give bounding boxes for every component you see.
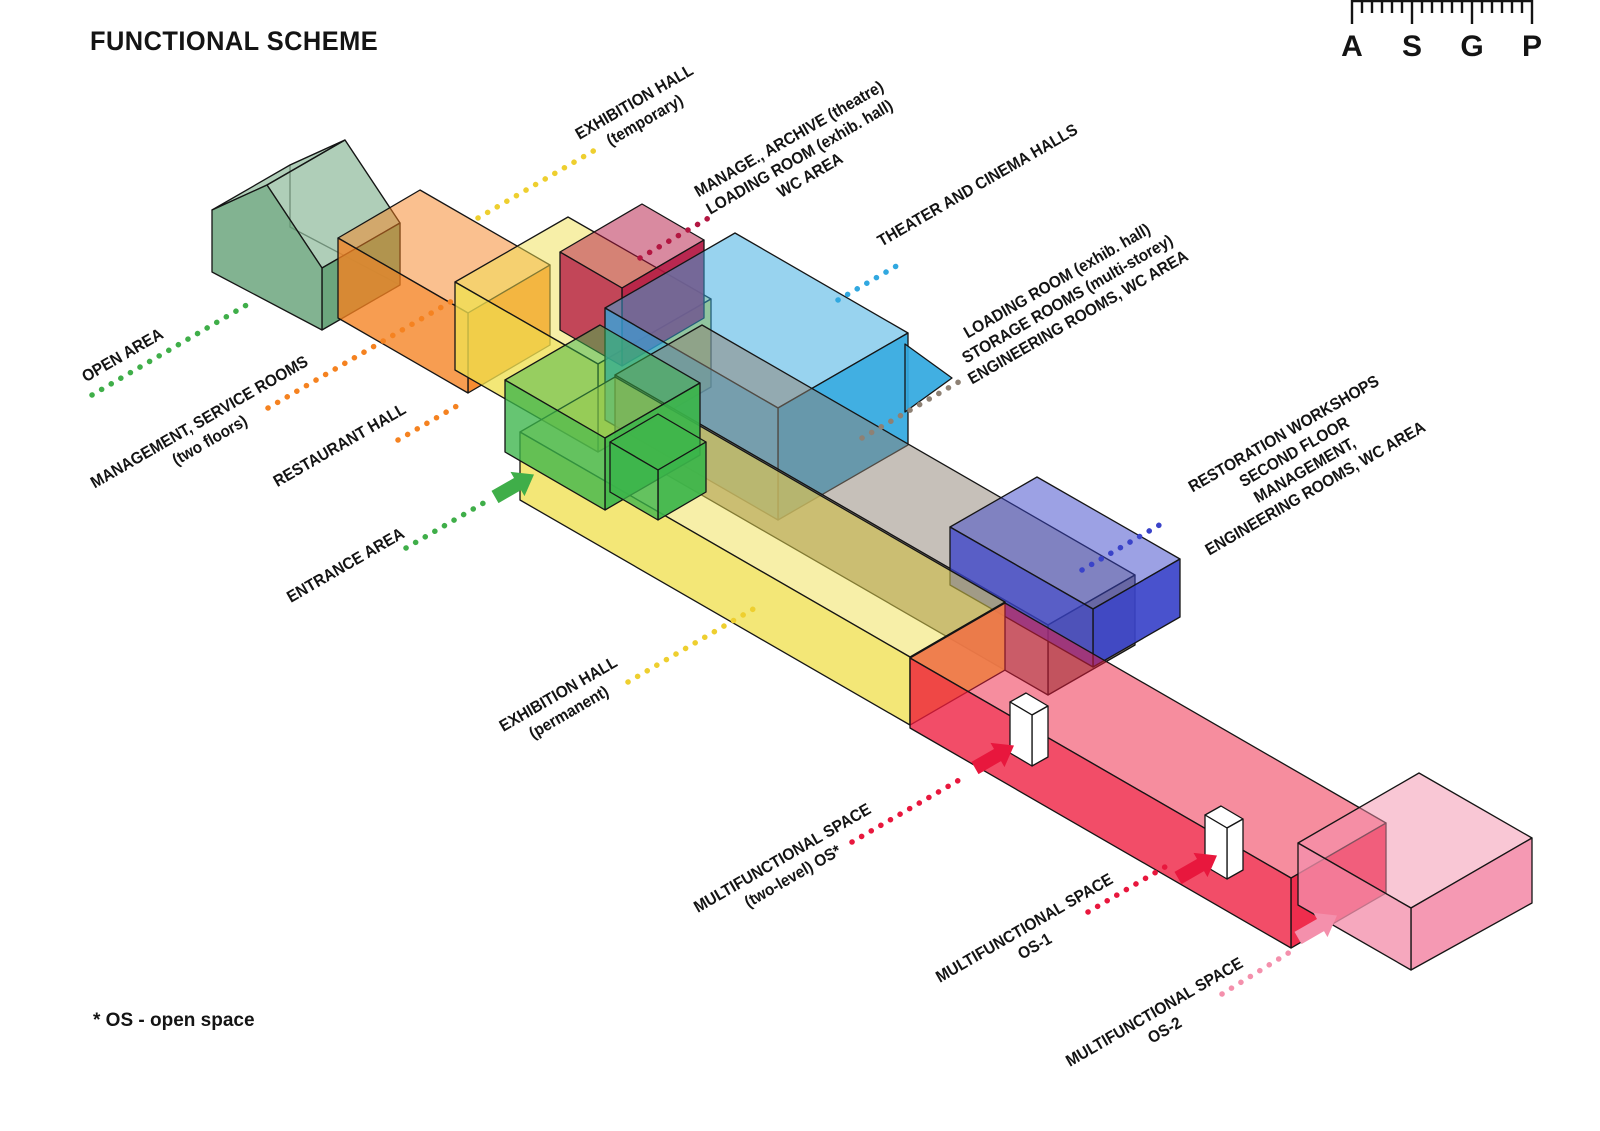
logo-asgp: A S G P: [1341, 0, 1542, 63]
notch1-front-face: [1009, 701, 1033, 767]
arrows: [491, 471, 1337, 945]
page-title: FUNCTIONAL SCHEME: [90, 26, 379, 56]
os2-arrow-icon: [1294, 912, 1337, 945]
dots-exhibition-permanent: [625, 605, 758, 685]
multifunctional-os2-volume: [1297, 772, 1533, 971]
open-space-footnote: * OS - open space: [93, 1010, 255, 1031]
dots-open-area: [89, 300, 253, 398]
dots-restaurant: [395, 400, 465, 443]
os1-arrow-icon: [1174, 852, 1217, 885]
notch1-side-face: [1031, 705, 1049, 767]
logo-letter-s: S: [1402, 30, 1422, 63]
dots-entrance: [403, 498, 490, 551]
dots-os2: [1219, 949, 1293, 997]
house-gable-face: [211, 184, 323, 331]
dots-theater-cinema: [835, 258, 908, 303]
logo-letter-g: G: [1460, 30, 1483, 63]
dots-exhibition-temporary: [475, 147, 598, 221]
dots-os1: [1085, 861, 1173, 915]
dots-loading-storage: [859, 377, 965, 441]
notch2-side-face: [1226, 818, 1244, 880]
theater-prow-face: [904, 343, 953, 413]
volumes: [211, 139, 1533, 971]
dots-management-service: [265, 298, 455, 411]
entrance-front-face: [504, 379, 606, 511]
logo-letter-p: P: [1522, 30, 1542, 63]
logo-ruler-icon: [1350, 0, 1534, 24]
entrance-arrow-icon: [491, 471, 534, 504]
pink-front-face: [1297, 842, 1412, 971]
entrance-area-volume: [504, 324, 707, 521]
leader-dots: [89, 147, 1293, 997]
entrance-small-front-face: [609, 441, 659, 521]
dots-multifunctional: [849, 773, 969, 845]
os-connector-notches: [1009, 692, 1244, 880]
dots-manage-archive: [637, 213, 715, 261]
logo-letter-a: A: [1341, 30, 1363, 63]
multifunctional-arrow-icon: [971, 742, 1014, 775]
